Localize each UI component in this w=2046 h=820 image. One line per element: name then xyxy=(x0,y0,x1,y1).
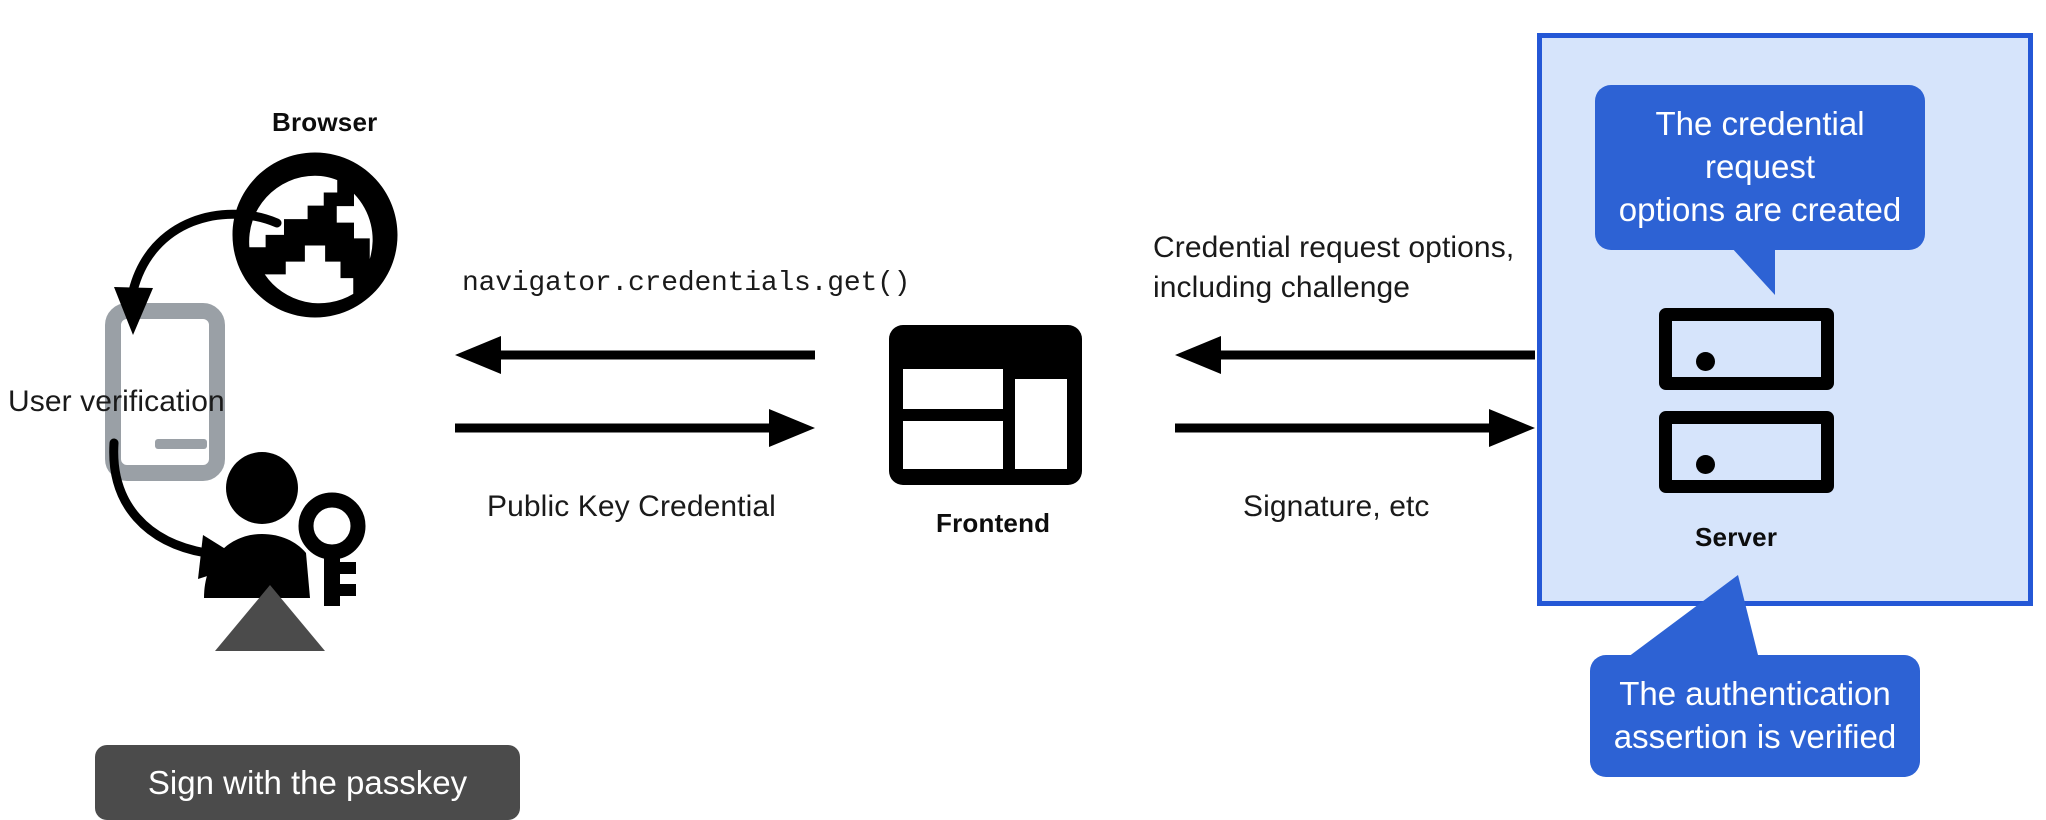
credential-request-options-label: Credential request options, including ch… xyxy=(1153,231,1515,304)
server-label: Server xyxy=(1695,522,1778,552)
person-with-key-icon xyxy=(200,448,380,613)
arrow-server-to-frontend xyxy=(1175,336,1535,374)
server-indicator-dot-top xyxy=(1696,352,1715,371)
tooltip-tail xyxy=(215,585,365,655)
frontend-cell-main-bottom xyxy=(903,421,1003,469)
phone-home-bar xyxy=(155,439,207,449)
frontend-icon-body xyxy=(889,325,1082,485)
server-rack-unit-bottom xyxy=(1659,411,1834,493)
callout-authentication-verified: The authentication assertion is verified xyxy=(1590,655,1920,777)
public-key-credential-label: Public Key Credential xyxy=(487,490,776,523)
user-verification-label: User verification xyxy=(8,385,225,418)
arrow-frontend-to-browser xyxy=(455,336,815,374)
navigator-credentials-get-label: navigator.credentials.get() xyxy=(462,268,911,299)
server-rack-icon xyxy=(1659,308,1834,493)
arrow-browser-to-phone xyxy=(55,195,305,375)
arrow-frontend-to-server xyxy=(1175,409,1535,447)
frontend-label: Frontend xyxy=(936,508,1051,538)
browser-label: Browser xyxy=(272,107,378,137)
frontend-cell-main-top xyxy=(903,369,1003,409)
arrow-browser-to-frontend xyxy=(455,409,815,447)
sign-with-passkey-tooltip: Sign with the passkey xyxy=(95,745,520,820)
callout-bottom-tail xyxy=(1620,575,1850,665)
server-indicator-dot-bottom xyxy=(1696,455,1715,474)
mobile-phone-icon xyxy=(105,303,225,481)
globe-icon xyxy=(225,145,405,325)
webpage-layout-icon xyxy=(889,325,1082,485)
signature-etc-label: Signature, etc xyxy=(1243,490,1430,523)
frontend-cell-sidebar xyxy=(1015,379,1067,469)
server-rack-unit-top xyxy=(1659,308,1834,390)
callout-credential-request-created: The credential request options are creat… xyxy=(1595,85,1925,250)
